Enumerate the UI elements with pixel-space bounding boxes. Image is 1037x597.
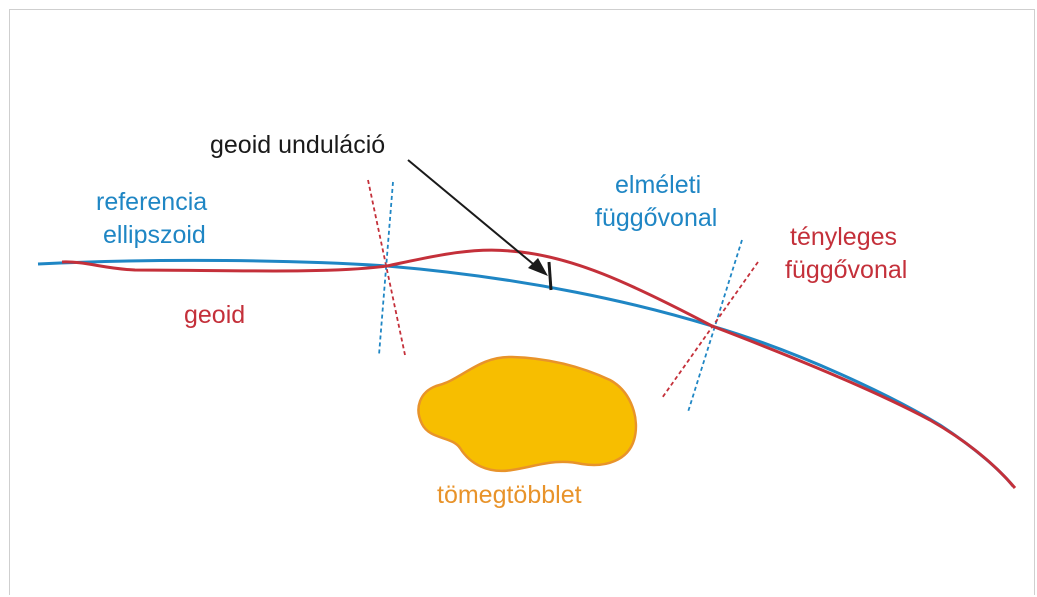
mass-excess-label: tömegtöbblet — [437, 481, 582, 509]
undulation-marker — [549, 262, 551, 290]
undulation-arrow-head — [528, 258, 548, 276]
theoretical-plumb-label-line1: elméleti — [615, 171, 701, 199]
theoretical-plumb-line-left — [379, 182, 393, 355]
ellipsoid-label-line2: ellipszoid — [103, 221, 206, 249]
geoid-label: geoid — [184, 301, 245, 329]
mass-excess-blob — [418, 357, 635, 471]
undulation-label: geoid unduláció — [210, 131, 385, 159]
ellipsoid-label-line1: referencia — [96, 188, 207, 216]
theoretical-plumb-label-line2: függővonal — [595, 204, 717, 232]
actual-plumb-label-line2: függővonal — [785, 256, 907, 284]
actual-plumb-line-right — [662, 262, 758, 398]
actual-plumb-label-line1: tényleges — [790, 223, 897, 251]
